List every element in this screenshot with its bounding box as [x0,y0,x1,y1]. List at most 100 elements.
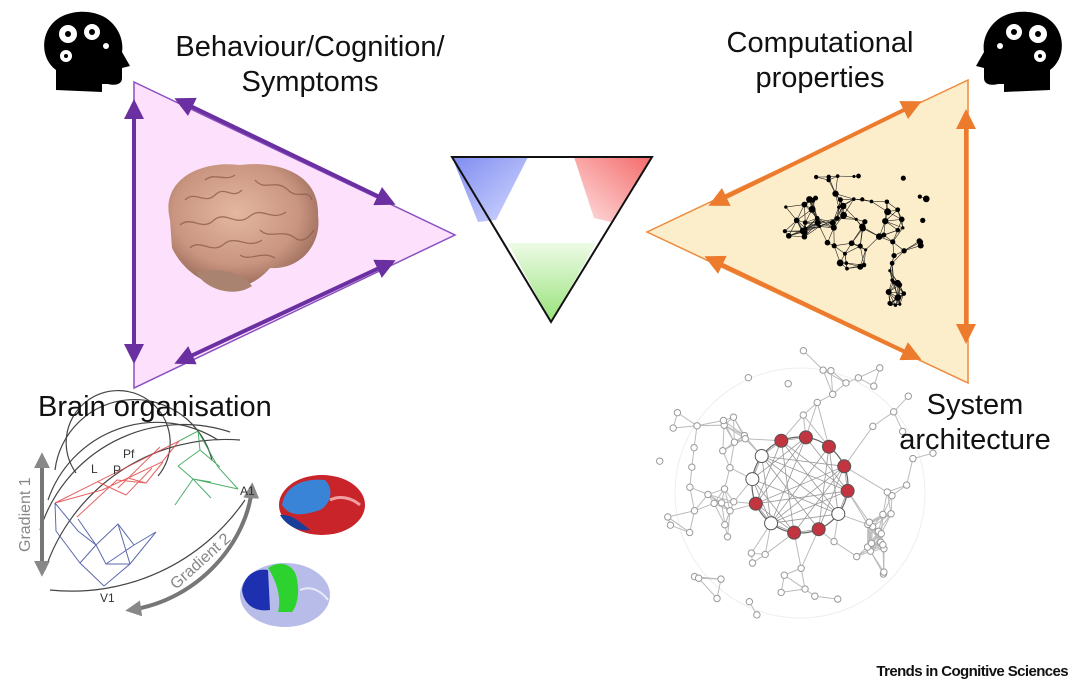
brain-organisation-label: Brain organisation [38,391,272,423]
network-node [741,435,749,443]
network-node [717,575,725,583]
network-edge [788,220,797,236]
region-label-p: P [113,463,121,477]
network-node [808,205,816,213]
network-node [673,408,682,417]
network-edge [891,250,905,264]
network-node [813,195,819,201]
network-edge [844,253,848,269]
network-node [837,197,843,203]
center-triangle [450,156,654,324]
hub-edge [761,455,820,530]
network-node [884,199,890,205]
network-edge [882,491,888,515]
network-node [862,219,868,225]
hub-edge [755,490,848,505]
network-node [797,564,805,572]
network-node [888,269,892,273]
network-node [784,380,792,388]
network-node [867,539,876,547]
hub-node [764,516,779,531]
network-node [690,443,698,452]
network-node [828,390,837,398]
network-node [859,223,866,231]
arrow-right-bottom [704,255,922,361]
network-node [813,174,819,180]
network-brain-icon [782,173,930,307]
network-node [831,243,837,249]
network-node [901,291,907,296]
network-edge [698,577,718,599]
network-edge [667,510,695,518]
network-edge [689,487,695,511]
network-node [747,549,756,557]
network-edge [833,541,858,557]
network-edge [722,425,725,451]
network-node [801,585,809,593]
network-node [726,464,734,472]
brain-photo [168,164,319,292]
network-edge [872,411,894,427]
cortical-map-top [279,475,365,535]
network-node [719,416,728,425]
network-node [655,457,664,465]
hub-node [745,472,760,487]
network-node [848,240,855,247]
network-node [869,422,877,431]
network-edge [805,218,818,229]
network-node [710,499,718,508]
network-edge [781,588,806,593]
network-node [854,217,858,221]
computational-properties-label: Computational properties [726,27,914,94]
network-node [730,498,738,506]
network-edge [844,245,861,254]
network-node [897,282,903,288]
network-node [713,594,721,603]
network-edge [822,369,847,384]
network-node [890,408,898,416]
network-node [686,483,694,491]
network-node [845,266,849,271]
hub-edge [761,455,848,492]
network-node [827,366,835,375]
network-edge [858,367,881,379]
network-node [835,174,840,178]
network-node [730,438,739,446]
network-node [832,190,839,197]
network-edge [817,217,834,229]
network-edge [677,412,698,427]
network-node [748,559,757,567]
hub-node [774,433,789,448]
network-node [842,379,850,387]
hub-edge [771,513,839,524]
network-node [852,174,856,178]
network-node [830,224,837,231]
network-edge [816,402,830,447]
network-node [880,568,888,576]
hub-edge [770,437,807,524]
network-node [793,217,800,224]
gradient2-arrow [125,482,260,617]
network-node [719,447,727,455]
network-node [898,427,907,436]
hub-edge [761,455,839,515]
network-node [877,529,885,538]
network-node [890,239,896,245]
system-architecture-label: System architecture [899,389,1051,456]
hub-node [811,522,826,537]
network-node [814,215,820,221]
network-edge [834,242,852,247]
head-gears-icon [44,11,130,92]
network-node [801,233,808,240]
network-edge [803,350,824,371]
network-node [834,215,840,221]
network-node [869,199,874,204]
network-node [902,481,911,489]
network-node [803,226,808,231]
network-node [884,208,892,216]
network-edge [822,369,834,395]
behaviour-cognition-symptoms-label: Behaviour/Cognition/ Symptoms [175,31,445,98]
network-node [780,571,789,579]
network-node [799,411,807,419]
